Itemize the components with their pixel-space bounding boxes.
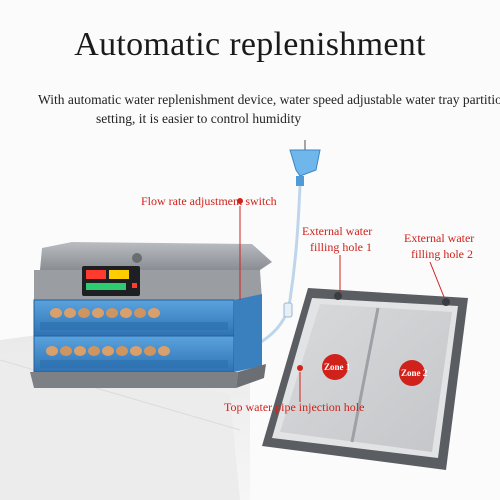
zone2-label: Zone 2 bbox=[401, 368, 428, 378]
callout-lines bbox=[237, 198, 445, 402]
water-tray bbox=[262, 288, 468, 470]
hole1-label-line2: filling hole 1 bbox=[310, 240, 372, 254]
subtitle-line-1: With automatic water replenishment devic… bbox=[38, 92, 500, 107]
water-bag bbox=[289, 140, 321, 186]
flow-switch-clip bbox=[283, 302, 293, 318]
hole2-label-line2: filling hole 2 bbox=[411, 247, 473, 261]
hole2-label-line1: External water bbox=[404, 231, 475, 245]
zone2-marker bbox=[399, 360, 425, 386]
page-title: Automatic replenishment bbox=[74, 26, 426, 63]
top-pipe-label: Top water pipe injection hole bbox=[224, 400, 365, 414]
egg-row-2 bbox=[46, 346, 170, 356]
flow-rate-switch-label: Flow rate adjustment switch bbox=[141, 194, 277, 208]
egg-row-1 bbox=[50, 308, 160, 318]
zone1-label: Zone 1 bbox=[324, 362, 351, 372]
hole1-label-line1: External water bbox=[302, 224, 373, 238]
zone1-marker bbox=[322, 354, 348, 380]
subtitle-line-2: setting, it is easier to control humidit… bbox=[96, 111, 302, 126]
incubator bbox=[30, 242, 272, 388]
